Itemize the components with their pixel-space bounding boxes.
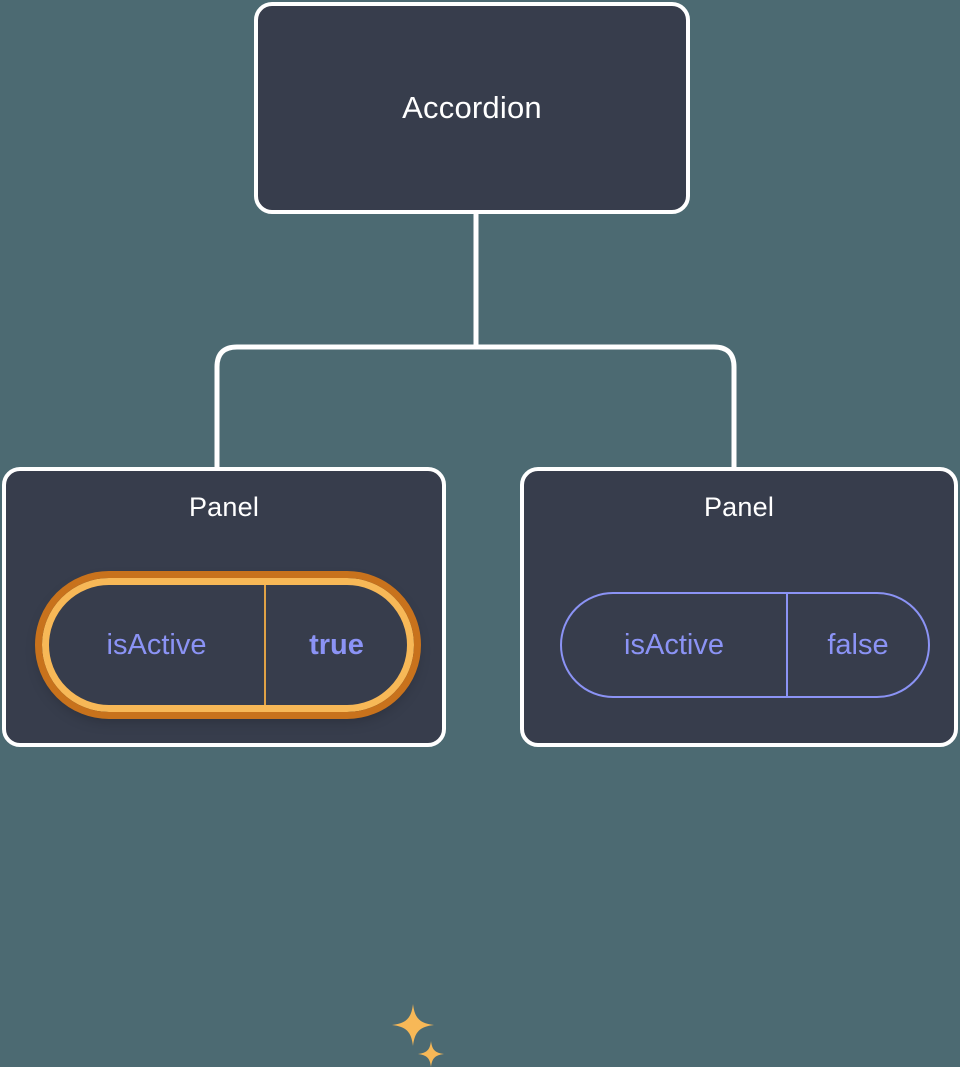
node-panel-inactive[interactable]: Panel isActive false bbox=[520, 467, 958, 747]
prop-pill-isactive-true[interactable]: isActive true bbox=[35, 571, 421, 719]
node-panel-active[interactable]: Panel isActive true bbox=[2, 467, 446, 1067]
node-panel-active-title: Panel bbox=[188, 492, 260, 522]
connector-branch-right bbox=[476, 344, 737, 467]
prop-pill-value: false bbox=[786, 594, 928, 696]
prop-pill-key: isActive bbox=[624, 628, 724, 661]
prop-pill-isactive-false[interactable]: isActive false bbox=[560, 592, 930, 698]
prop-pill-value: true bbox=[264, 585, 407, 705]
sparkle-icon-large bbox=[392, 1004, 434, 1046]
node-accordion-title: Accordion bbox=[402, 90, 542, 125]
node-panel-inactive-title: Panel bbox=[703, 492, 775, 522]
connector-branch-left bbox=[214, 344, 476, 467]
prop-pill-key: isActive bbox=[106, 628, 207, 661]
node-accordion[interactable]: Accordion bbox=[254, 2, 690, 214]
sparkle-icon-small bbox=[418, 1041, 444, 1067]
